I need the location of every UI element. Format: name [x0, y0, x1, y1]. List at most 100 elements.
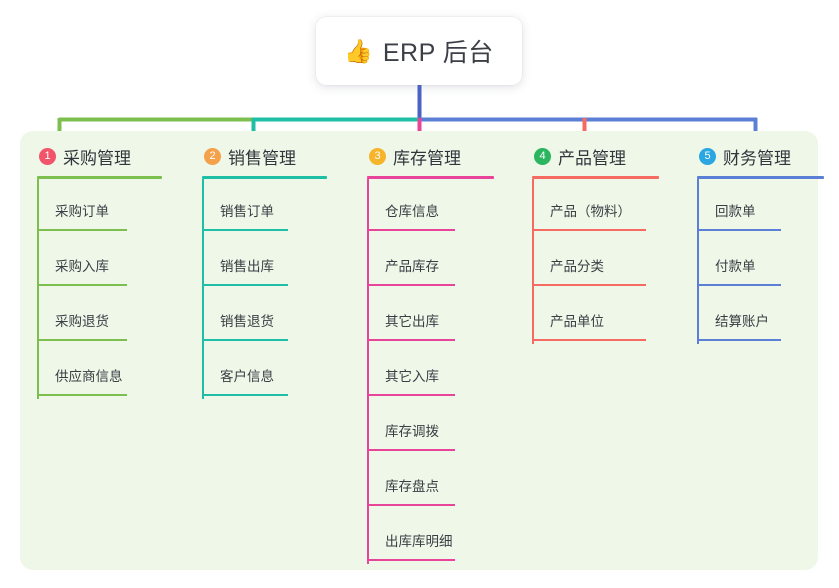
module-item-underline: [37, 394, 127, 396]
item-connector: [202, 289, 204, 344]
module-item[interactable]: 产品（物料）: [532, 179, 659, 234]
module-item[interactable]: 采购退货: [37, 289, 162, 344]
module-item-label: 出库库明细: [385, 534, 453, 549]
module-item-underline: [37, 229, 127, 231]
module-header-label: 采购管理: [63, 148, 131, 168]
module-item-label: 产品分类: [550, 259, 604, 274]
module-header-underline: [697, 176, 824, 179]
module-item[interactable]: 销售退货: [202, 289, 327, 344]
module-item-underline: [202, 229, 288, 231]
module-item[interactable]: 采购订单: [37, 179, 162, 234]
module-item-list: 仓库信息产品库存其它出库其它入库库存调拨库存盘点出库库明细: [367, 179, 494, 564]
item-connector: [367, 234, 369, 289]
item-connector: [367, 344, 369, 399]
module-item[interactable]: 其它入库: [367, 344, 494, 399]
module-item-label: 仓库信息: [385, 204, 439, 219]
item-connector: [367, 179, 369, 234]
item-connector: [532, 234, 534, 289]
module-item[interactable]: 客户信息: [202, 344, 327, 399]
module-item-label: 库存调拨: [385, 424, 439, 439]
module-item-label: 产品单位: [550, 314, 604, 329]
module-item-label: 其它出库: [385, 314, 439, 329]
module-item-underline: [532, 339, 646, 341]
module-item-list: 销售订单销售出库销售退货客户信息: [202, 179, 327, 399]
module-item-underline: [697, 339, 781, 341]
module-column-3: 3 库存管理仓库信息产品库存其它出库其它入库库存调拨库存盘点出库库明细: [367, 145, 494, 564]
module-header-underline: [37, 176, 162, 179]
module-item[interactable]: 结算账户: [697, 289, 824, 344]
module-item-underline: [367, 449, 455, 451]
item-connector: [37, 234, 39, 289]
module-item[interactable]: 库存盘点: [367, 454, 494, 509]
module-number-badge: 3: [369, 147, 386, 165]
module-number-badge: 4: [534, 147, 551, 165]
module-item[interactable]: 销售订单: [202, 179, 327, 234]
item-connector: [367, 509, 369, 564]
module-item[interactable]: 产品单位: [532, 289, 659, 344]
item-connector: [37, 289, 39, 344]
module-header-underline: [367, 176, 494, 179]
root-node-title: ERP 后台: [382, 39, 494, 67]
module-item-underline: [532, 229, 646, 231]
item-connector: [532, 179, 534, 234]
module-item-label: 回款单: [715, 204, 756, 219]
module-item-underline: [202, 394, 288, 396]
module-item-underline: [367, 229, 455, 231]
module-item-label: 结算账户: [715, 314, 769, 329]
module-item-underline: [202, 284, 288, 286]
module-item-label: 采购订单: [55, 204, 109, 219]
root-node-content: 👍 ERP 后台: [344, 33, 494, 69]
module-header-3[interactable]: 3 库存管理: [367, 145, 494, 168]
item-connector: [697, 234, 699, 289]
module-item-label: 客户信息: [220, 369, 274, 384]
module-item-label: 其它入库: [385, 369, 439, 384]
module-item-list: 采购订单采购入库采购退货供应商信息: [37, 179, 162, 399]
module-item-label: 采购入库: [55, 259, 109, 274]
module-item[interactable]: 供应商信息: [37, 344, 162, 399]
item-connector: [37, 344, 39, 399]
item-connector: [532, 289, 534, 344]
module-item[interactable]: 出库库明细: [367, 509, 494, 564]
module-header-label: 财务管理: [723, 148, 791, 168]
module-item-label: 库存盘点: [385, 479, 439, 494]
module-header-5[interactable]: 5 财务管理: [697, 145, 824, 168]
item-connector: [37, 179, 39, 234]
module-item-underline: [367, 559, 455, 561]
item-connector: [367, 454, 369, 509]
module-item-underline: [697, 229, 781, 231]
module-item-label: 销售退货: [220, 314, 274, 329]
module-item-underline: [532, 284, 646, 286]
module-column-5: 5 财务管理回款单付款单结算账户: [697, 145, 824, 344]
module-item-underline: [202, 339, 288, 341]
module-number-badge: 5: [699, 147, 716, 165]
module-header-label: 销售管理: [228, 148, 296, 168]
module-item[interactable]: 仓库信息: [367, 179, 494, 234]
item-connector: [697, 179, 699, 234]
module-item[interactable]: 回款单: [697, 179, 824, 234]
module-item-list: 产品（物料） 产品分类产品单位: [532, 179, 659, 344]
item-connector: [202, 179, 204, 234]
module-item[interactable]: 库存调拨: [367, 399, 494, 454]
module-header-label: 库存管理: [393, 148, 461, 168]
module-item[interactable]: 销售出库: [202, 234, 327, 289]
module-item[interactable]: 其它出库: [367, 289, 494, 344]
module-item-underline: [367, 394, 455, 396]
module-item-underline: [37, 284, 127, 286]
module-header-underline: [202, 176, 327, 179]
module-item[interactable]: 产品库存: [367, 234, 494, 289]
module-item-underline: [37, 339, 127, 341]
item-connector: [202, 234, 204, 289]
module-item[interactable]: 产品分类: [532, 234, 659, 289]
module-item[interactable]: 采购入库: [37, 234, 162, 289]
module-item-label: 采购退货: [55, 314, 109, 329]
module-item-label: 销售订单: [220, 204, 274, 219]
module-item-label: 产品库存: [385, 259, 439, 274]
module-item[interactable]: 付款单: [697, 234, 824, 289]
root-node-card[interactable]: 👍 ERP 后台: [316, 17, 522, 85]
